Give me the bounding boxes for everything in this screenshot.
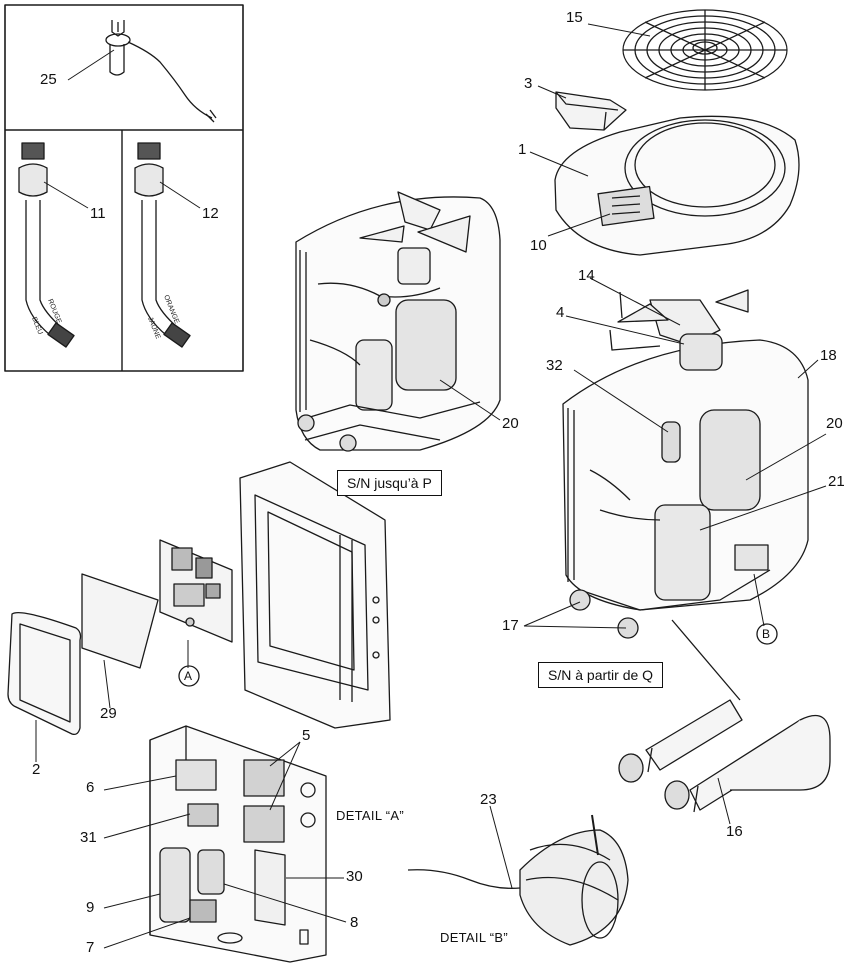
callout-15: 15: [566, 9, 583, 26]
callout-10: 10: [530, 237, 547, 254]
marker-b-label: B: [762, 627, 771, 641]
callout-32: 32: [546, 357, 563, 374]
marker-a-circle: [178, 665, 200, 687]
unit-late-assembly: [562, 289, 809, 639]
callout-2: 2: [32, 761, 41, 778]
callout-8: 8: [350, 914, 359, 931]
callout-21: 21: [828, 473, 845, 490]
callout-29: 29: [100, 705, 117, 722]
callout-11: 11: [90, 205, 106, 222]
top-panel-part: [554, 115, 800, 256]
callout-18: 18: [820, 347, 837, 364]
pressure-switch-11: [18, 142, 75, 348]
callout-31: 31: [80, 829, 97, 846]
pipe-assembly-part: [618, 619, 831, 813]
callout-17: 17: [502, 617, 519, 634]
cover-plate-part: [81, 573, 159, 669]
callout-16: 16: [726, 823, 743, 840]
marker-a-label: A: [184, 669, 193, 683]
compressor-detail: [407, 814, 629, 946]
callout-3: 3: [524, 75, 533, 92]
callout-12: 12: [202, 205, 219, 222]
callout-5: 5: [302, 727, 311, 744]
fan-guard-part: [622, 9, 788, 91]
detail-a-caption: DETAIL “A”: [336, 808, 405, 823]
callout-6: 6: [86, 779, 95, 796]
wire-label-bleu: BLEU: [30, 316, 43, 336]
pressure-switch-12: [134, 142, 191, 348]
callout-20-early: 20: [502, 415, 519, 432]
callout-14: 14: [578, 267, 595, 284]
access-cover-part: [555, 91, 627, 131]
control-board-part: [159, 539, 233, 643]
unit-early-assembly: [295, 191, 501, 452]
bezel-part: [7, 611, 82, 736]
callout-1: 1: [518, 141, 527, 158]
front-panel-frame: [239, 461, 391, 729]
callout-9: 9: [86, 899, 95, 916]
callout-4: 4: [556, 304, 565, 321]
callout-20-late: 20: [826, 415, 843, 432]
callout-23: 23: [480, 791, 497, 808]
serial-label-upto-p: S/N jusqu’à P: [337, 470, 442, 496]
marker-b-circle: [756, 623, 778, 645]
inset-panel: [4, 4, 244, 372]
callout-7: 7: [86, 939, 95, 956]
wire-label-orange: ORANGE: [162, 294, 180, 325]
leader-lines: [35, 23, 827, 949]
callout-30: 30: [346, 868, 363, 885]
serial-label-from-q: S/N à partir de Q: [538, 662, 664, 688]
callout-25: 25: [40, 71, 57, 88]
detail-b-caption: DETAIL “B”: [440, 930, 509, 945]
electrical-box-detail: [149, 725, 327, 963]
sensor-clip-part: [105, 20, 217, 123]
